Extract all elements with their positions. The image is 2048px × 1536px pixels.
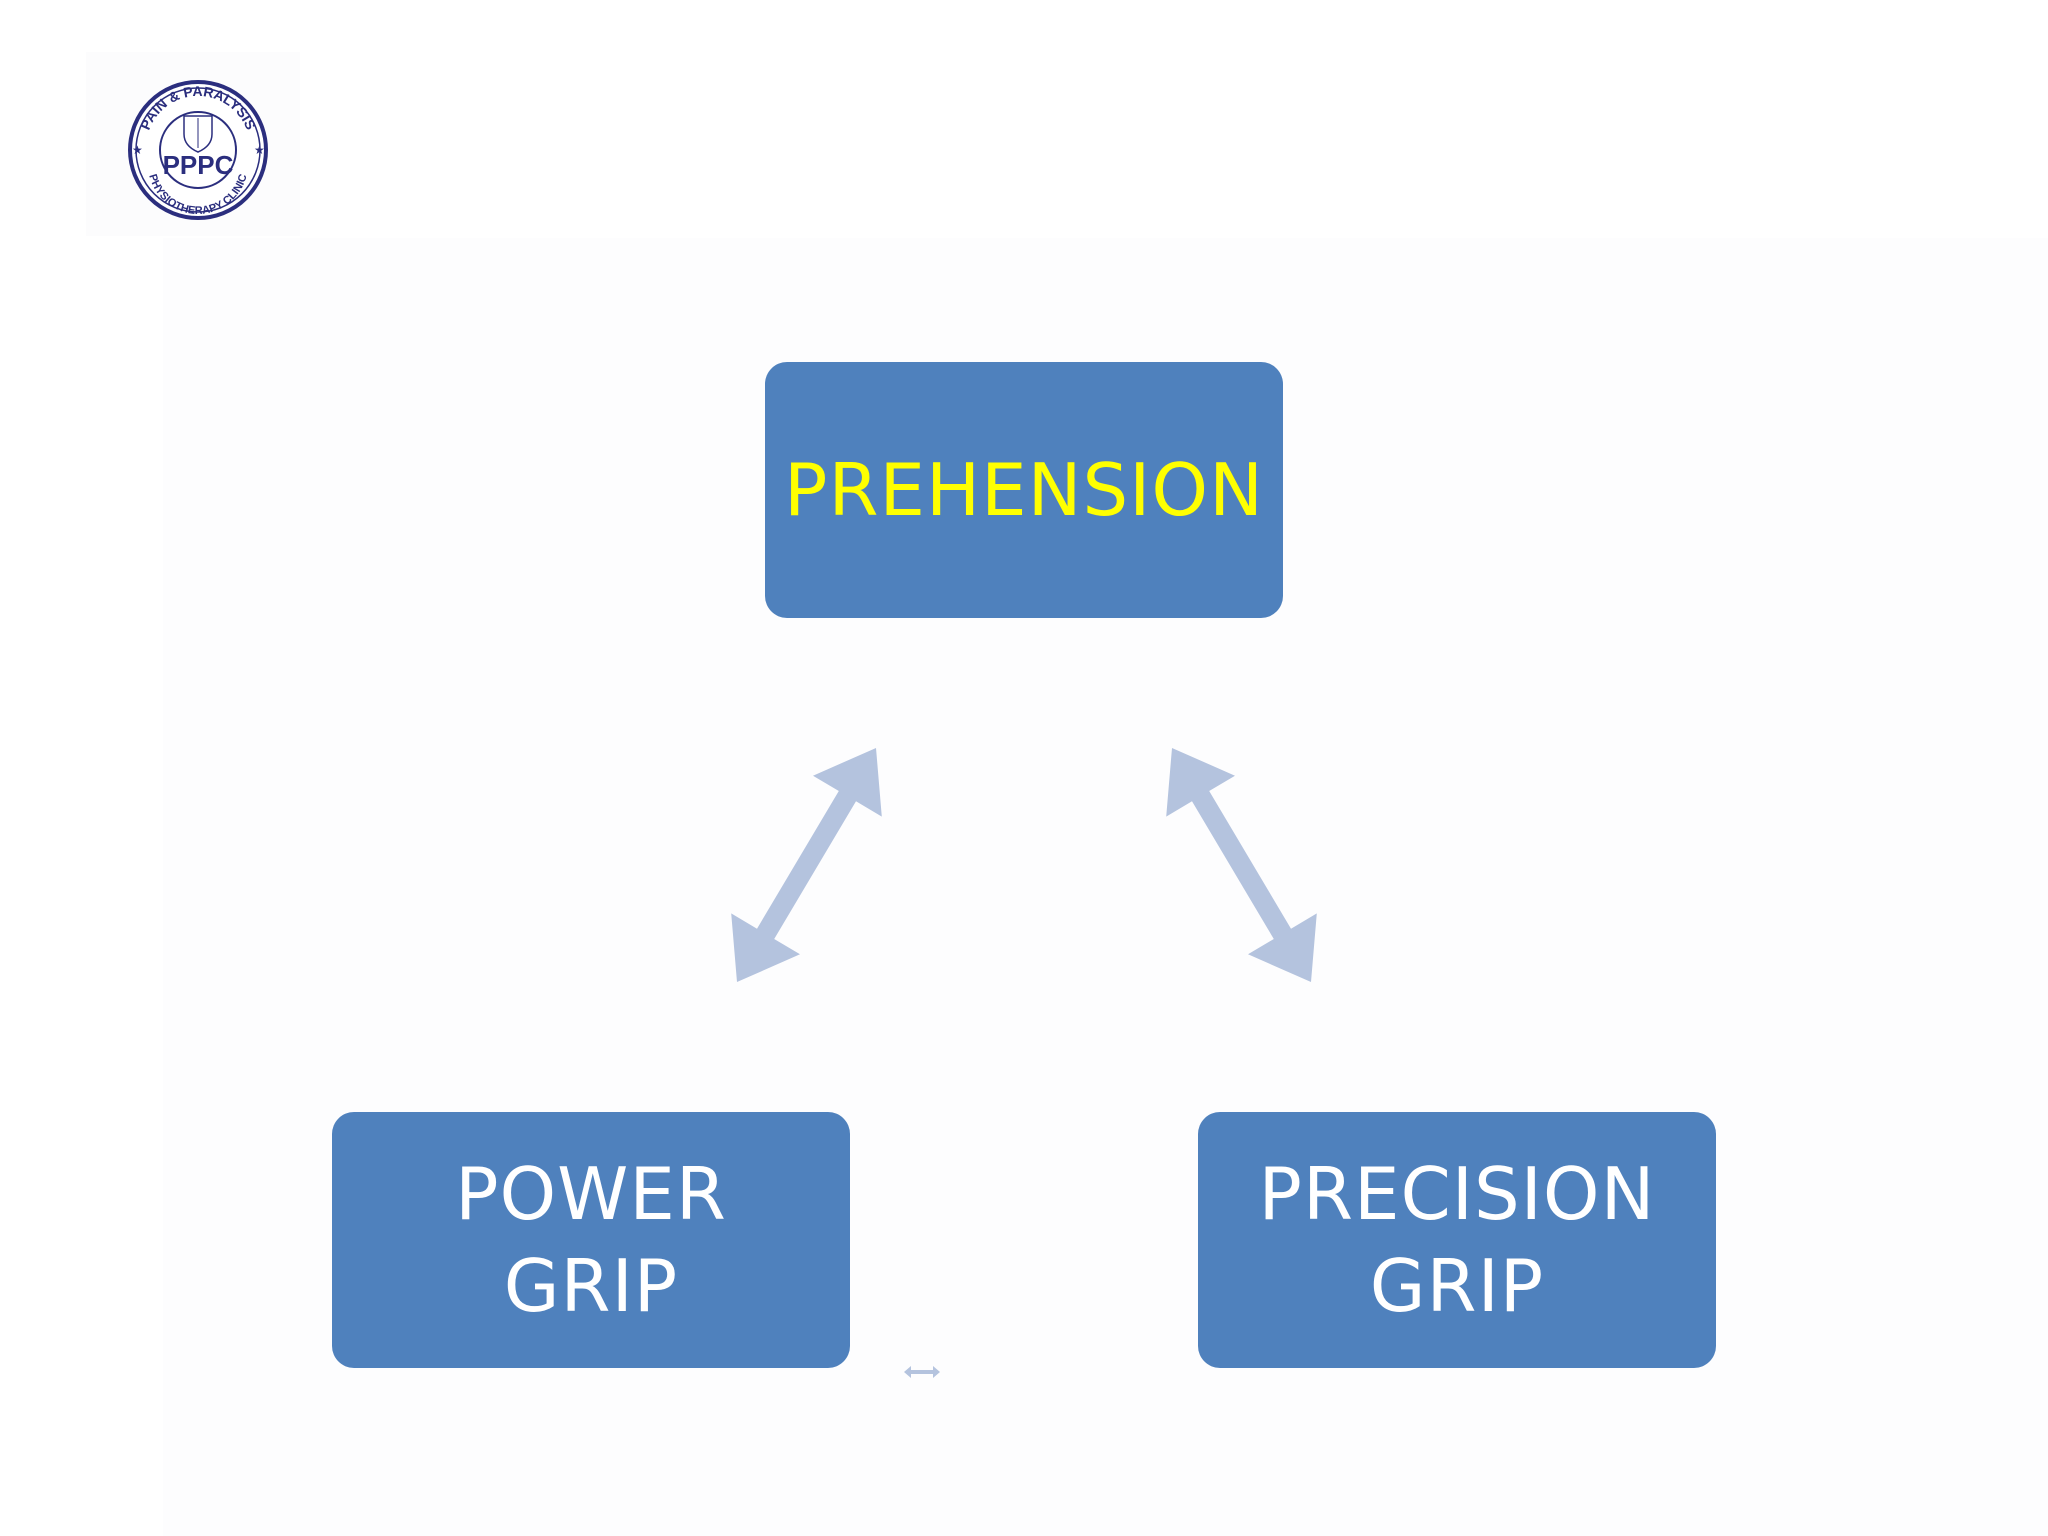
node-precision-grip: PRECISION GRIP bbox=[1198, 1112, 1716, 1368]
node-power-grip-label: POWER GRIP bbox=[455, 1152, 727, 1328]
arrow-left-right bbox=[904, 1366, 940, 1378]
svg-text:★: ★ bbox=[132, 143, 143, 157]
svg-text:★: ★ bbox=[254, 143, 265, 157]
logo-initials: PPPC bbox=[163, 150, 234, 180]
node-power-grip: POWER GRIP bbox=[332, 1112, 850, 1368]
node-precision-grip-label: PRECISION GRIP bbox=[1258, 1152, 1656, 1328]
arrow-top-left bbox=[731, 748, 882, 982]
arrow-top-right bbox=[1166, 748, 1317, 982]
node-prehension-label: PREHENSION bbox=[784, 448, 1264, 532]
clinic-seal-icon: PAIN & PARALYSIS PHYSIOTHERAPY CLINIC ★ … bbox=[128, 80, 268, 220]
clinic-logo: PAIN & PARALYSIS PHYSIOTHERAPY CLINIC ★ … bbox=[86, 52, 300, 236]
node-prehension: PREHENSION bbox=[765, 362, 1283, 618]
